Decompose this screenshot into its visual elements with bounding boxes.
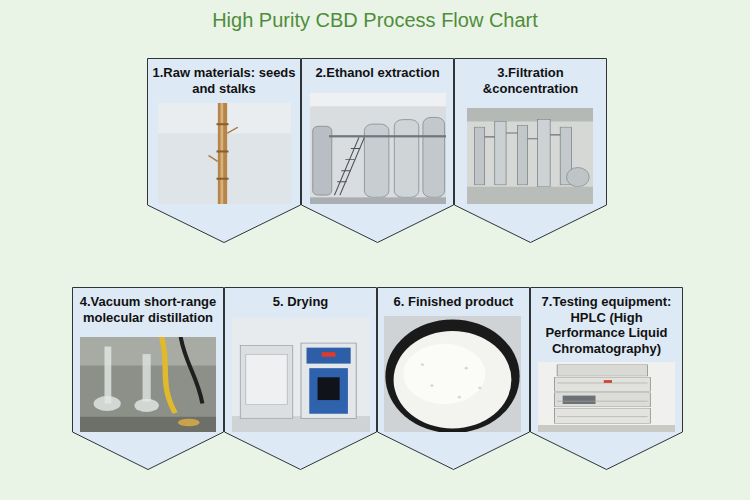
photo-image xyxy=(232,318,370,432)
chart-title: High Purity CBD Process Flow Chart xyxy=(0,9,750,32)
pentagon-shape xyxy=(73,288,224,470)
pentagon-shape xyxy=(225,288,377,470)
step-label: 4.Vacuum short-range molecular distillat… xyxy=(72,287,224,325)
process-step: 4.Vacuum short-range molecular distillat… xyxy=(72,287,224,470)
process-step: 2.Ethanol extraction xyxy=(301,58,454,243)
photo-image xyxy=(310,93,446,204)
pentagon-shape xyxy=(455,59,607,243)
photo-image xyxy=(384,316,521,432)
pentagon-shape xyxy=(302,59,454,243)
process-step: 1.Raw materials: seeds and stalks xyxy=(147,58,301,243)
process-photo xyxy=(158,103,291,204)
process-step: 7.Testing equipment: HPLC (High Performa… xyxy=(530,287,683,470)
pentagon-shape xyxy=(531,288,683,470)
process-photo xyxy=(467,108,593,204)
process-photo xyxy=(310,93,446,204)
photo-image xyxy=(538,362,675,432)
process-step: 3.Filtration &concentration xyxy=(454,58,607,243)
pentagon-shape xyxy=(148,59,301,243)
step-label: 5. Drying xyxy=(224,287,377,310)
step-label: 3.Filtration &concentration xyxy=(454,58,607,96)
pentagon-shape xyxy=(378,288,530,470)
process-photo xyxy=(232,318,370,432)
process-photo xyxy=(80,337,216,432)
process-photo xyxy=(538,362,675,432)
process-step: 5. Drying xyxy=(224,287,377,470)
step-label: 1.Raw materials: seeds and stalks xyxy=(147,58,301,96)
photo-image xyxy=(467,108,593,204)
step-label: 7.Testing equipment: HPLC (High Performa… xyxy=(530,287,683,356)
photo-image xyxy=(80,337,216,432)
process-photo xyxy=(384,316,521,432)
step-label: 6. Finished product xyxy=(377,287,530,310)
step-label: 2.Ethanol extraction xyxy=(301,58,454,81)
process-step: 6. Finished product xyxy=(377,287,530,470)
photo-image xyxy=(158,103,291,204)
